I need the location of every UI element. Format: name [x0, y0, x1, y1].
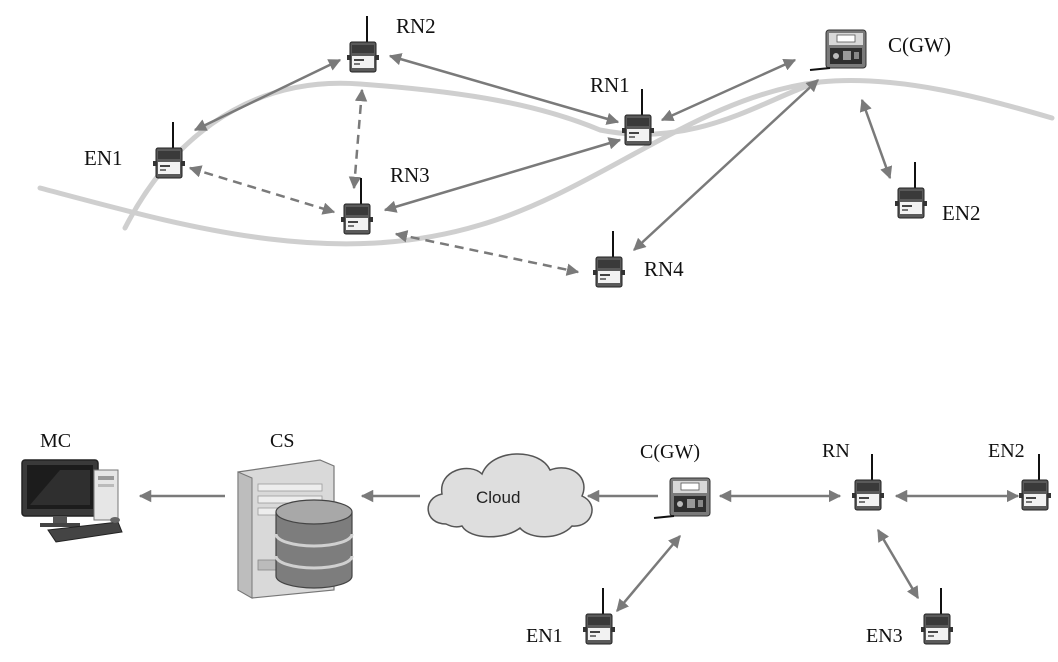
label-mc: MC — [40, 430, 71, 452]
bottom-diagram: Cloud MC CS C(GW) RN EN2 EN1 EN3 — [21, 430, 1052, 647]
top-links — [188, 53, 893, 276]
en2-device-icon-bottom — [1018, 453, 1052, 511]
label-en3: EN3 — [866, 625, 903, 647]
link-en1-rn2 — [193, 58, 342, 132]
link-rn3-rn1 — [383, 137, 622, 213]
label-rn1: RN1 — [590, 73, 630, 97]
link-en1-rn3 — [188, 165, 336, 215]
cgw-gateway-icon-bottom — [653, 477, 711, 519]
rn3-device-icon — [340, 177, 374, 235]
rn2-device-icon — [346, 15, 380, 73]
en1-device-icon-bottom — [582, 587, 616, 645]
label-rn4: RN4 — [644, 257, 684, 281]
top-diagram: RN2 C(GW) RN1 EN1 RN3 EN2 RN4 — [37, 14, 1055, 288]
database-icon — [274, 499, 354, 589]
en3-device-icon — [920, 587, 954, 645]
label-rn3: RN3 — [390, 163, 430, 187]
en1-device-icon — [152, 121, 186, 179]
label-cs: CS — [270, 430, 294, 452]
link-rn-en3 — [876, 528, 920, 600]
cs-server-icon — [237, 459, 354, 599]
link-cgw-en2 — [859, 98, 893, 180]
cloud-icon: Cloud — [427, 453, 593, 538]
link-cgw-en1 — [616, 535, 681, 612]
link-rn3-rn4 — [394, 230, 580, 276]
label-rn2: RN2 — [396, 14, 436, 38]
label-cgw-bottom: C(GW) — [640, 441, 700, 463]
cgw-gateway-icon — [809, 29, 867, 71]
label-en2: EN2 — [942, 201, 981, 225]
label-rn: RN — [822, 440, 850, 462]
label-en1: EN1 — [84, 146, 123, 170]
link-rn2-rn3 — [348, 88, 368, 190]
rn4-device-icon — [592, 230, 626, 288]
link-cgw-rn4 — [633, 79, 819, 251]
rn-device-icon — [851, 453, 885, 511]
label-cloud: Cloud — [476, 488, 520, 507]
label-en1-bottom: EN1 — [526, 625, 563, 647]
link-rn2-rn1 — [388, 53, 620, 125]
rn1-device-icon — [621, 88, 655, 146]
mc-computer-icon — [21, 459, 123, 543]
label-en2-bottom: EN2 — [988, 440, 1025, 462]
label-cgw: C(GW) — [888, 33, 951, 57]
en2-device-icon — [894, 161, 928, 219]
bottom-links — [138, 489, 1020, 612]
